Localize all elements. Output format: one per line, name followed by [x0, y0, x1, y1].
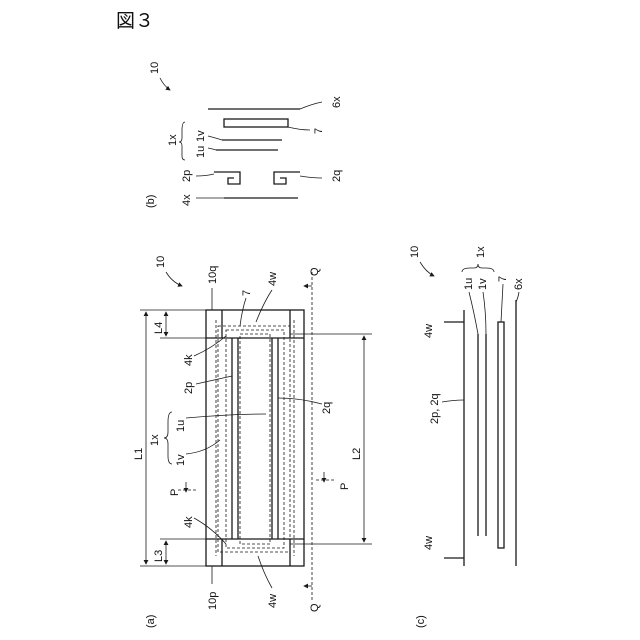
c-label-4w-bottom: 4w — [423, 536, 435, 550]
a-brace-1x — [164, 412, 172, 464]
a-label-2p: 2p — [183, 382, 195, 394]
b-label-6x: 6x — [331, 96, 343, 108]
c-label-1u: 1u — [463, 278, 475, 290]
panel-b-ref-arrow — [160, 78, 170, 90]
c-label-7: 7 — [497, 276, 509, 282]
c-leader-1v — [483, 292, 486, 334]
panel-a-ref-arrow — [166, 272, 182, 286]
a-leader-2p — [196, 376, 232, 384]
b-leader-2q — [300, 176, 322, 178]
b-leader-2p — [196, 174, 214, 176]
a-label-10p: 10p — [207, 592, 219, 610]
a-label-p-right: P — [339, 483, 351, 490]
c-leader-1u — [469, 292, 478, 334]
a-leader-2q — [278, 398, 322, 404]
b-brace-1x — [179, 122, 185, 160]
panel-a-caption: (a) — [145, 615, 157, 628]
a-label-4k-lower: 4k — [183, 516, 195, 528]
b-leader-6x — [300, 102, 322, 109]
c-label-6x: 6x — [513, 278, 525, 290]
b-label-1x: 1x — [167, 134, 179, 146]
b-label-4x: 4x — [181, 194, 193, 206]
a-label-l4: L4 — [153, 322, 165, 334]
a-label-q-top: Q — [309, 267, 321, 276]
c-leader-7 — [501, 284, 503, 322]
b-label-1u: 1u — [195, 146, 207, 158]
b-leader-1v — [208, 136, 222, 140]
a-leader-4k-upper — [194, 336, 226, 356]
a-inner-4k-outline — [226, 330, 284, 548]
c-label-1v: 1v — [477, 278, 489, 290]
a-leader-1v — [186, 440, 220, 454]
c-cover-7 — [498, 322, 504, 548]
b-leader-7 — [288, 127, 310, 130]
a-label-l1: L1 — [133, 448, 145, 460]
panel-c-ref-label: 10 — [409, 246, 421, 258]
a-label-q-bottom: Q — [309, 603, 321, 612]
a-label-l3: L3 — [153, 550, 165, 562]
a-label-4w-top: 4w — [267, 272, 279, 286]
a-leader-7 — [240, 298, 246, 326]
a-label-4k-upper: 4k — [183, 354, 195, 366]
panel-c-caption: (c) — [415, 615, 427, 628]
figure-title: 図３ — [116, 11, 154, 32]
panel-a-ref-label: 10 — [155, 256, 167, 268]
panel-b-ref-label: 10 — [149, 62, 161, 74]
c-label-1x: 1x — [475, 246, 487, 258]
b-cover-7 — [224, 119, 288, 127]
a-label-2q: 2q — [321, 402, 333, 414]
b-electrode-2q — [274, 172, 300, 184]
a-leader-4k-lower — [194, 518, 226, 544]
b-leader-1u — [208, 148, 216, 150]
a-label-1u: 1u — [175, 420, 187, 432]
b-label-7: 7 — [313, 128, 325, 134]
b-label-2q: 2q — [331, 170, 343, 182]
a-cover-7-outline — [218, 326, 290, 552]
a-outer-frame — [206, 310, 304, 566]
panel-b-caption: (b) — [145, 195, 157, 208]
a-label-1x: 1x — [149, 434, 161, 446]
b-electrode-2p — [214, 172, 240, 184]
a-label-p-left: P — [169, 489, 181, 496]
a-label-1v: 1v — [175, 454, 187, 466]
panel-c: (c) 10 4w 4w 2p, 2q 1u 1v 7 6x 1x — [409, 246, 525, 628]
b-label-2p: 2p — [181, 170, 193, 182]
panel-a: (a) 10 Q Q P P — [133, 256, 372, 628]
panel-b: (b) 10 6x 7 1v 1u 1x 2p 2q 4x — [145, 62, 343, 208]
c-label-4w-top: 4w — [423, 324, 435, 338]
a-label-l2: L2 — [351, 448, 363, 460]
a-label-4w-bottom: 4w — [267, 594, 279, 608]
a-leader-4w-top — [256, 290, 272, 322]
c-leader-6x — [516, 292, 519, 302]
a-inner-dashed-3 — [240, 334, 270, 544]
c-label-2p2q: 2p, 2q — [429, 393, 441, 424]
a-label-7: 7 — [241, 290, 253, 296]
b-label-1v: 1v — [195, 130, 207, 142]
a-label-10q: 10q — [207, 266, 219, 284]
c-leader-2p2q — [442, 400, 464, 402]
c-brace-1x — [462, 264, 494, 272]
panel-c-ref-arrow — [420, 262, 434, 276]
a-leader-4w-bottom — [258, 556, 272, 588]
